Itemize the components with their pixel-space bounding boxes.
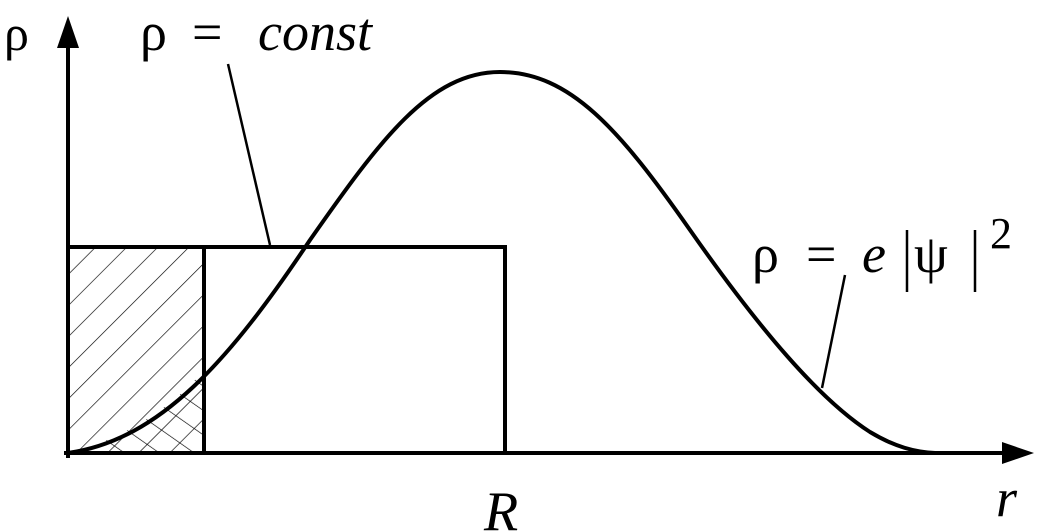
psi-leader-line [820, 274, 847, 389]
psi-label-charge: e [862, 224, 886, 284]
psi-label-psi: ψ [914, 224, 948, 284]
const-label-value: const [258, 2, 374, 62]
psi-label-rho: ρ [752, 224, 779, 284]
y-axis-label: ρ [4, 5, 29, 61]
psi-label-equals: = [806, 224, 836, 284]
x-axis-label: r [996, 468, 1018, 528]
psi-label-exponent: 2 [990, 209, 1012, 258]
const-leader-line [226, 63, 272, 246]
y-axis-arrow [57, 16, 79, 48]
psi-squared-curve [67, 69, 936, 455]
constant-density-rectangle [66, 245, 507, 455]
psi-density-label: ρ = e ψ 2 [752, 209, 1012, 292]
const-label-rho: ρ [140, 2, 167, 62]
const-density-label: ρ = const [140, 2, 374, 62]
const-label-equals: = [192, 2, 222, 62]
x-axis-arrow [1002, 442, 1034, 464]
r-tick-label: R [483, 481, 518, 531]
